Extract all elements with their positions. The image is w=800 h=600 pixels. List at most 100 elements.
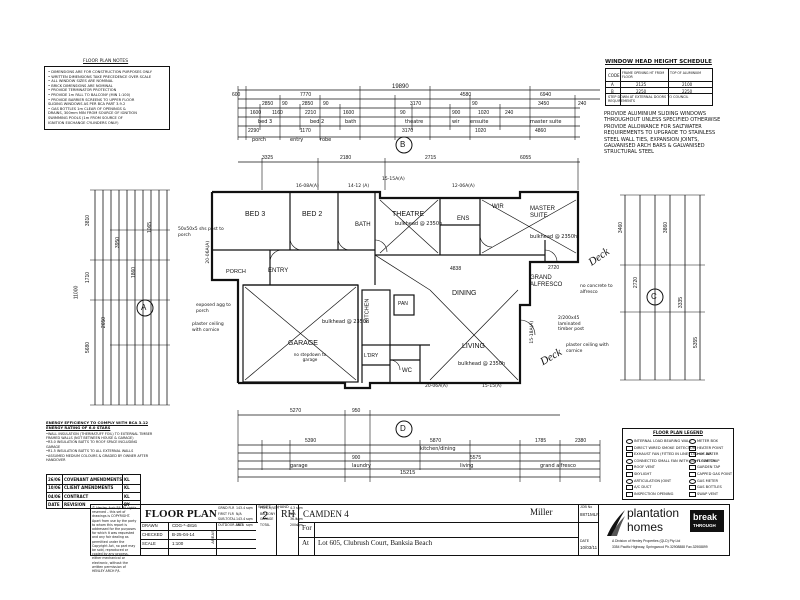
wcode-4: 20-06A(A) [425, 384, 448, 389]
legend-symbol-icon [626, 485, 633, 491]
left-dim-4: 3950 [115, 236, 122, 249]
bottom-label-living: living [460, 463, 474, 469]
legend-item: CONNECTED SMALL FAN WITH LIGHT SWITCH [634, 458, 716, 463]
brand-name: plantation [627, 506, 680, 520]
drawn: CDG-*-4816 [172, 523, 197, 528]
legend-item: SKYLIGHT [634, 472, 652, 476]
area-cell: 16.7 [236, 522, 244, 527]
area-cell: N/A [290, 511, 296, 516]
revision-cell: DATE [48, 501, 60, 507]
dim-row3-2: 2210 [305, 110, 317, 116]
notes-line: IGNITION EXCHANGE CYLINDERS ONLY) [48, 120, 119, 125]
dim-row3-6: 1020 [478, 110, 490, 116]
bottom-dim-2-0: 5390 [305, 438, 317, 444]
area-cell: 36.0 [290, 517, 298, 522]
right-dim-2: 3860 [663, 221, 670, 234]
wcode-1: 14-12 (A) [348, 184, 370, 189]
window-note-line: STRUCTURAL STEEL [604, 149, 654, 156]
energy-line: •WALL INSULATION (THERMATUFF FOIL) TO EX… [46, 431, 153, 436]
legend-symbol-icon [689, 472, 696, 477]
dim-top-3: 6940 [540, 92, 552, 98]
room-entry: ENTRY [268, 268, 289, 274]
window-note-line: PROVIDE ALLOWANCE FOR SALTWATER [604, 123, 702, 130]
notes-line: • ALL WINDOW SIZES ARE NOMINAL [48, 79, 114, 84]
side-overall: 11000 [73, 285, 80, 300]
scale: 1:100 [172, 541, 184, 546]
ws-h2: TOP OF ALUMINIUM [670, 71, 701, 75]
ws-r0c1: 2125 [636, 82, 647, 87]
label-wir: wir [452, 119, 460, 125]
ws-r1c1: 2250 [636, 88, 647, 94]
dim-row3-4: 90 [400, 110, 406, 116]
notes-line: • PROVIDE TERMINATOR PROTECTION [48, 88, 117, 93]
job-no: 8871MLR [580, 512, 600, 517]
dim-row2-4: 3170 [410, 101, 422, 107]
legend-item: HEATER POINT [697, 445, 724, 450]
legend-symbol-icon [689, 439, 696, 444]
legend-symbol-icon [689, 465, 696, 471]
revision-cell: 04/06 [48, 493, 61, 499]
ws-footnote: STEP DOWN AT EXTERNAL DOORS TO COUNCIL R… [608, 95, 689, 104]
wcode-3: 12-06A(A) [452, 184, 475, 189]
at-label: At [302, 539, 309, 547]
notes-line: • PROVIDE 1m FALL TO BALCONY (MIN 1:100) [48, 92, 131, 97]
theatre-note: bulkhead @ 2350h [395, 221, 443, 227]
mid-dim-1: 2180 [340, 155, 352, 161]
area-cell: 143.4 [236, 506, 246, 510]
wcode-5: 15-15(A) [482, 384, 502, 389]
note-4838: 4838 [450, 266, 462, 272]
ws-r1c2: 2250 [682, 88, 693, 94]
legend-item: INSPECTION OPENING [634, 491, 674, 496]
bottom-overall: 15215 [400, 470, 416, 476]
master-note: bulkhead @ 2350h [530, 234, 578, 240]
label-bed3: bed 3 [258, 119, 273, 125]
legend-symbol-icon [689, 478, 696, 484]
revision-cell: CLIENT AMENDMENTS [64, 485, 114, 491]
room-living: LIVING [462, 343, 485, 350]
ws-h1: FRAME OPENING HT FROM FLOOR [622, 71, 665, 79]
notes-line: SWIMMING POOLS (1m FROM SOURCE OF [48, 115, 123, 120]
living-note: bulkhead @ 2350h [458, 361, 506, 367]
room-wc: WC [402, 368, 412, 374]
garage-note: no stepdown to garage [293, 352, 327, 362]
legend-symbol-icon [626, 439, 633, 444]
dim-row2-5: 90 [472, 101, 478, 107]
notes-line: SLIDING WINDOWS AS PER BCA PART 3.9.2 [48, 102, 126, 107]
legend-symbol-icon [689, 452, 696, 458]
window-note-line: STEEL WALL TIES, EXPANSION JOINTS, [604, 136, 700, 143]
for-label: For [302, 524, 312, 532]
room-dining: DINING [452, 290, 477, 297]
room-porch: PORCH [226, 269, 246, 275]
dim-top-2: 4580 [460, 92, 472, 98]
energy-line: HANDOVER [46, 458, 66, 463]
dim-row4-2: 3170 [402, 128, 414, 134]
room-wir: WIR [492, 204, 504, 210]
area-cell: BALCONY [260, 511, 276, 516]
legend-symbol-icon [689, 458, 696, 464]
left-dim-1: 1710 [85, 271, 92, 284]
legend-symbol-icon [626, 478, 633, 484]
area-cell: FIRST FLR [218, 511, 234, 516]
legend-symbol-icon [626, 445, 633, 451]
legend-item: EXHAUST FAN (FITTED IN LINE) 100mm AIR [634, 452, 712, 457]
sheet-label: SHEET [258, 505, 271, 509]
area-cell: sqm [296, 506, 303, 510]
area-cell: TOTAL [260, 522, 271, 527]
revision-cell: KL [124, 477, 130, 482]
room-alfresco: GRAND ALFRESCO [530, 275, 563, 288]
room-bath: BATH [355, 222, 371, 228]
room-pantry: PAN [398, 301, 408, 307]
label-porch: porch [252, 137, 267, 143]
dim-row2-3: 90 [323, 101, 329, 107]
sheet-title: FLOOR PLAN [145, 508, 217, 520]
wcode-2: 15-15A(A) [382, 177, 405, 182]
label-master-suite: master suite [530, 119, 562, 125]
bottom-dim-2-3: 2380 [575, 438, 587, 444]
bottom-dim-2-2: 1785 [535, 438, 547, 444]
dim-row4-0: 2290 [248, 128, 260, 134]
notes-title: FLOOR PLAN NOTES [83, 59, 129, 64]
energy-line: •R1.5 INSULATION BATTS TO ALL EXTERNAL W… [46, 449, 134, 454]
left-dim-0: 3810 [85, 214, 92, 227]
